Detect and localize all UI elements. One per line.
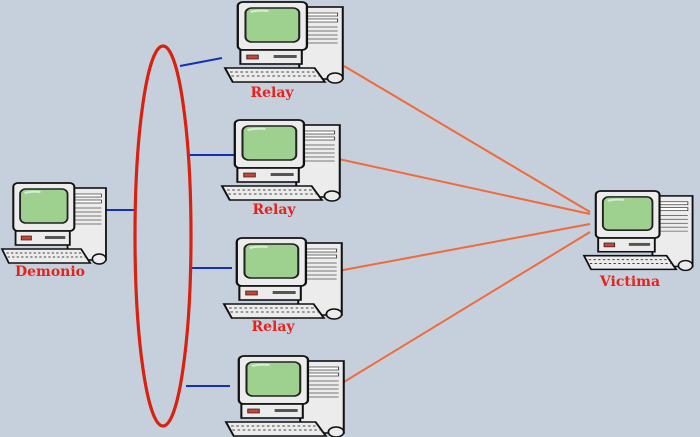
link-relay-2-victima <box>333 157 591 215</box>
blue-links <box>104 57 234 387</box>
relay-2-computer-icon <box>220 118 342 203</box>
relay-3-node: Relay <box>222 236 344 335</box>
relay-group-ellipse <box>133 44 193 428</box>
relay-2-node: Relay <box>220 118 342 218</box>
relay-1-computer-icon <box>223 0 345 85</box>
victima-label: Victima <box>599 274 660 290</box>
relay-4-node <box>224 354 346 437</box>
relay-2-label: Relay <box>252 202 296 218</box>
demonio-computer-icon <box>0 181 108 266</box>
demonio-label: Demonio <box>15 264 85 280</box>
link-relay-1-victima <box>343 65 591 213</box>
relay-3-computer-icon <box>222 236 344 321</box>
link-relay-4-victima <box>333 231 591 389</box>
victima-computer-icon <box>582 189 694 272</box>
link-ellipse-relay-1 <box>179 57 223 67</box>
demonio-node: Demonio <box>0 181 108 280</box>
relay-1-label: Relay <box>250 85 294 101</box>
orange-links <box>333 65 591 389</box>
relay-3-label: Relay <box>251 319 295 335</box>
relay-4-computer-icon <box>224 354 346 437</box>
relay-1-node: Relay <box>223 0 345 101</box>
victima-node: Victima <box>582 189 694 290</box>
link-relay-3-victima <box>337 223 591 272</box>
